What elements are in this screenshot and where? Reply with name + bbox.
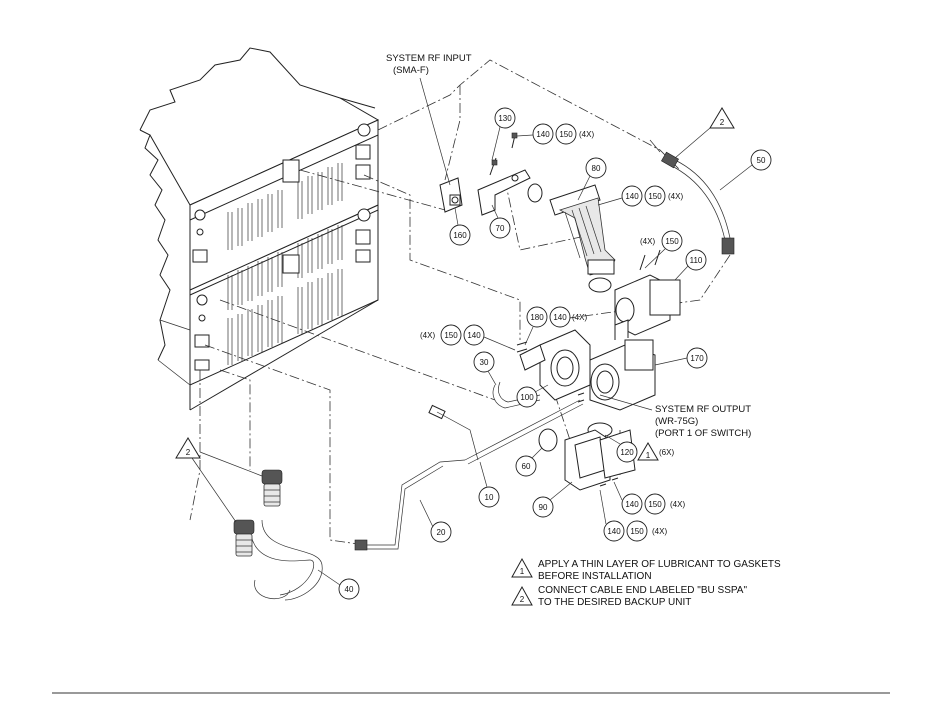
- quantity-4x-f: (4X): [670, 500, 685, 509]
- rf-input-adapter-160: [439, 177, 463, 213]
- note-1-marker: 1: [520, 567, 525, 576]
- callout-160: 160: [453, 231, 467, 240]
- callout-140-e: 140: [625, 500, 639, 509]
- gasket-ring-upper: [527, 183, 543, 203]
- chassis-break-line: [139, 47, 376, 131]
- quantity-4x-c: (4X): [640, 237, 655, 246]
- callout-150-b: 150: [648, 192, 662, 201]
- callout-130: 130: [498, 114, 512, 123]
- callout-150-e: 150: [648, 500, 662, 509]
- callout-30: 30: [480, 358, 489, 367]
- quantity-4x-e: (4X): [420, 331, 435, 340]
- callout-140-c: 140: [553, 313, 567, 322]
- semi-rigid-cable-20: [354, 404, 479, 551]
- callout-50: 50: [757, 156, 766, 165]
- callout-90: 90: [539, 503, 548, 512]
- middle-unit-window: [282, 254, 300, 274]
- note-1-line2: BEFORE INSTALLATION: [538, 571, 652, 582]
- notes-block: 1 APPLY A THIN LAYER OF LUBRICANT TO GAS…: [511, 557, 781, 608]
- bracket-70: [477, 169, 531, 216]
- quantity-4x-d: (4X): [572, 313, 587, 322]
- assembly-leader-lines: [189, 59, 731, 546]
- callout-140-b: 140: [625, 192, 639, 201]
- callout-140-d: 140: [467, 331, 481, 340]
- rf-input-label: SYSTEM RF INPUT (SMA-F): [386, 53, 472, 186]
- callout-150-f: 150: [630, 527, 644, 536]
- callout-140: 140: [536, 130, 550, 139]
- note-marker-2-top: 2: [720, 118, 725, 127]
- callout-120: 120: [620, 448, 634, 457]
- callout-10: 10: [485, 493, 494, 502]
- callout-150: 150: [559, 130, 573, 139]
- callout-70: 70: [496, 224, 505, 233]
- callout-60: 60: [522, 462, 531, 471]
- rf-output-label-line3: (PORT 1 OF SWITCH): [655, 428, 751, 439]
- connector-lower: [233, 519, 255, 557]
- semi-rigid-cable-10: [464, 399, 584, 465]
- rf-switch-170: [589, 319, 656, 411]
- callout-140-f: 140: [607, 527, 621, 536]
- waveguide-switch-100: [519, 329, 591, 401]
- note-2-line2: TO THE DESIRED BACKUP UNIT: [538, 597, 691, 608]
- gasket-60: [538, 428, 558, 452]
- callout-150-c: 150: [665, 237, 679, 246]
- callout-110: 110: [690, 256, 703, 265]
- rf-input-label-line2: (SMA-F): [393, 65, 429, 76]
- callout-180: 180: [530, 313, 544, 322]
- callout-40: 40: [345, 585, 354, 594]
- vent-slots-lower: [227, 269, 343, 365]
- note-2-marker: 2: [520, 595, 525, 604]
- quantity-4x-g: (4X): [652, 527, 667, 536]
- coax-cable-30: [492, 381, 541, 409]
- note-marker-2-left: 2: [186, 448, 191, 457]
- callout-80: 80: [592, 164, 601, 173]
- note-marker-1: 1: [646, 451, 651, 460]
- note-1: 1 APPLY A THIN LAYER OF LUBRICANT TO GAS…: [511, 557, 781, 582]
- item-callouts: 130 140 150 (4X) 80 140 150 (4X) 160 70 …: [317, 107, 772, 600]
- quantity-4x-b: (4X): [668, 192, 683, 201]
- hardware-screws-middle: [516, 341, 619, 487]
- rf-output-label-line2: (WR-75G): [655, 416, 698, 427]
- note-2-line1: CONNECT CABLE END LABELED "BU SSPA": [538, 585, 747, 596]
- upper-unit-window: [282, 159, 300, 183]
- note-2: 2 CONNECT CABLE END LABELED "BU SSPA" TO…: [511, 585, 747, 608]
- callout-20: 20: [437, 528, 446, 537]
- dc-cable-40: [233, 469, 323, 601]
- drawing-note-markers: 2 2 1: [175, 107, 735, 523]
- rf-input-label-line1: SYSTEM RF INPUT: [386, 53, 472, 64]
- callout-100: 100: [520, 393, 534, 402]
- rf-output-label: SYSTEM RF OUTPUT (WR-75G) (PORT 1 OF SWI…: [599, 394, 751, 439]
- callout-150-d: 150: [444, 331, 458, 340]
- rf-output-label-line1: SYSTEM RF OUTPUT: [655, 404, 751, 415]
- sspa-chassis-stack: [139, 47, 380, 411]
- waveguide-bend-80: [549, 184, 616, 293]
- quantity-6x: (6X): [659, 448, 674, 457]
- vent-slots-middle: [227, 225, 343, 310]
- screws-130-140: [489, 132, 518, 176]
- connector-upper: [261, 469, 283, 507]
- rf-cable-50: [649, 139, 735, 255]
- vent-slots-upper: [227, 159, 343, 250]
- callout-170: 170: [690, 354, 704, 363]
- chassis-right-connectors: [355, 123, 371, 263]
- quantity-4x: (4X): [579, 130, 594, 139]
- note-1-line1: APPLY A THIN LAYER OF LUBRICANT TO GASKE…: [538, 559, 781, 570]
- chassis-left-connectors: [192, 209, 210, 371]
